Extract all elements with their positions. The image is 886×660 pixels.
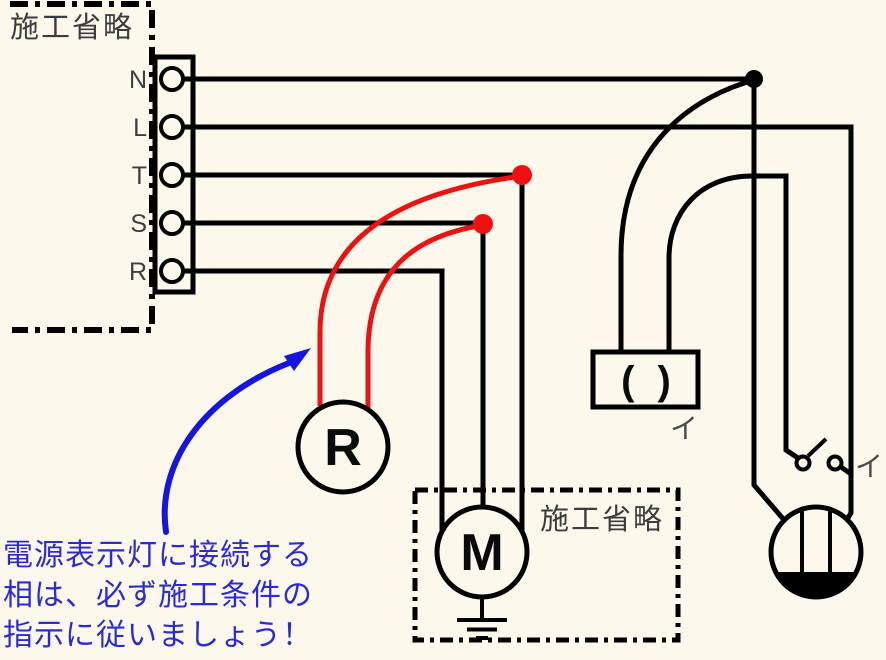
power-terminal-block: N L T S R bbox=[129, 54, 196, 295]
annotation-arrowhead bbox=[284, 348, 311, 371]
terminal-circle-s bbox=[159, 210, 185, 236]
motor-region-label: 施工省略 bbox=[540, 503, 664, 536]
terminal-label-s: S bbox=[130, 210, 147, 238]
annotation-text-line-3: 指示に従いましょう！ bbox=[3, 619, 313, 652]
terminal-circle-l bbox=[159, 114, 185, 140]
motor-region-border bbox=[412, 487, 681, 643]
switch-symbol: イ bbox=[794, 437, 883, 482]
terminal-circle-r bbox=[159, 258, 185, 284]
terminal-label-l: L bbox=[133, 114, 147, 142]
wire-switch-to-live bbox=[839, 464, 853, 477]
motor-label: M bbox=[460, 524, 503, 582]
annotation: 電源表示灯に接続する 相は、必ず施工条件の 指示に従いましょう！ bbox=[3, 348, 313, 652]
annotation-arrow-curve bbox=[161, 360, 292, 535]
switch-circuit-mark: イ bbox=[855, 451, 883, 482]
junction-dot-phase-t bbox=[512, 165, 532, 185]
ceiling-light-box bbox=[590, 349, 701, 410]
source-region-label: 施工省略 bbox=[10, 11, 134, 44]
annotation-text-line-2: 相は、必ず施工条件の bbox=[3, 579, 313, 612]
ceiling-light-label: ( ) bbox=[621, 359, 677, 403]
junction-dot-neutral bbox=[745, 70, 763, 88]
wire-live-to-outlet bbox=[183, 124, 854, 523]
annotation-text-line-1: 電源表示灯に接続する bbox=[3, 539, 313, 572]
pilot-lamp-circle bbox=[295, 399, 391, 495]
wire-neutral-curve-to-light bbox=[618, 77, 755, 352]
pilot-lamp-symbol: R bbox=[295, 399, 391, 495]
wire-phase-r-to-motor bbox=[183, 268, 445, 531]
terminal-circle-n bbox=[159, 66, 185, 92]
outlet-wall-fill bbox=[775, 572, 857, 597]
construction-omitted-source-region: 施工省略 bbox=[10, 1, 155, 333]
outlet-symbol bbox=[768, 504, 864, 600]
wire-light-to-switch bbox=[666, 173, 800, 461]
switch-lever bbox=[806, 437, 828, 458]
red-wiring bbox=[317, 165, 532, 408]
construction-omitted-motor-region: 施工省略 bbox=[412, 487, 681, 643]
terminal-circle-t bbox=[159, 162, 185, 188]
switch-contact-left bbox=[794, 454, 812, 472]
switch-contact-right bbox=[826, 454, 844, 472]
ceiling-light-circuit-mark: イ bbox=[670, 413, 698, 444]
red-wire-phase-s-to-lamp bbox=[365, 222, 484, 408]
terminal-label-r: R bbox=[129, 258, 147, 286]
outlet-circle bbox=[768, 504, 864, 600]
red-wire-phase-t-to-lamp bbox=[317, 173, 523, 406]
ceiling-light-symbol: ( ) イ bbox=[590, 349, 701, 444]
ground-symbol bbox=[457, 597, 507, 640]
motor-symbol: M bbox=[434, 504, 530, 640]
terminal-label-t: T bbox=[132, 162, 147, 190]
black-wiring bbox=[183, 70, 854, 531]
source-region-border bbox=[10, 1, 155, 333]
junction-dot-phase-s bbox=[473, 214, 493, 234]
terminal-label-n: N bbox=[129, 66, 147, 94]
wire-neutral-drop-to-outlet bbox=[751, 79, 787, 523]
pilot-lamp-label: R bbox=[324, 419, 362, 477]
